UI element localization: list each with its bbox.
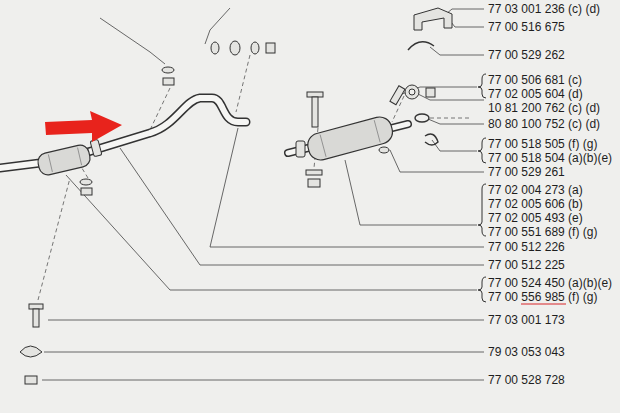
leader-line [66,175,477,290]
leader-line [430,47,484,55]
pipe-clamp [296,141,305,157]
part-number: 77 02 005 493 (e) [488,211,583,225]
assembly-line [38,178,70,300]
leader-line [345,160,477,225]
leader-line [451,22,484,27]
bolt [390,86,405,105]
washer [379,147,389,153]
washer [80,179,92,185]
washer [306,170,322,175]
silencer-shading [48,148,81,172]
bolt-shank [33,309,39,327]
washer [251,42,259,54]
rear-muffler [305,114,395,162]
part-number: 77 00 556 985 (f) (g) [488,290,597,304]
assembly-line [236,55,250,112]
part-number: 77 00 512 226 [488,240,565,254]
group-brace [478,138,486,163]
rubber-mount [405,85,419,99]
leader-line [100,18,165,64]
nut [163,78,174,85]
bolt-shank [312,97,318,127]
leader-line [390,150,484,172]
part-number: 77 00 551 689 (f) (g) [488,225,597,239]
part-number: 77 00 529 262 [488,48,565,62]
tail-pipe [392,124,408,128]
group-brace [478,184,486,236]
part-number: 77 00 506 681 (c) [488,73,582,87]
leader-line [205,8,230,44]
part-number: 80 80 100 752 (c) (d) [488,117,600,131]
bolt-head [29,304,43,309]
nut [308,179,320,187]
muffler-shading [320,120,380,157]
pipe-clamp [90,139,102,157]
nut [266,43,275,53]
part-number: 79 03 053 043 [488,345,565,359]
leader-line [42,380,484,381]
ring [415,114,429,122]
spring-clip [408,42,434,50]
leader-line [432,140,477,151]
group-brace [478,277,486,302]
washer [162,67,174,73]
part-number: 10 81 200 762 (c) (d) [488,101,600,115]
rubber-mount-hole [409,89,415,95]
front-silencer [36,143,92,176]
spring-clip [425,134,438,145]
leader-line [428,119,484,124]
part-number: 77 02 005 606 (b) [488,197,583,211]
part-number: 77 00 518 504 (a)(b)(e) [488,151,612,165]
front-pipe [0,163,40,168]
part-number: 77 02 004 273 (a) [488,183,583,197]
group-brace [478,74,486,98]
clamp-saddle [20,346,42,357]
nut [25,376,37,384]
part-number: 77 02 005 604 (d) [488,87,583,101]
nut [426,88,435,97]
bolt-head [307,92,323,97]
part-number: 77 00 528 728 [488,373,565,387]
hanger-bracket [414,8,452,30]
nut [81,188,92,195]
part-number: 77 00 529 261 [488,165,565,179]
part-number: 77 03 001 236 (c) (d) [488,2,600,16]
front-pipe-outline [0,163,40,168]
washer [211,42,219,54]
red-pointer-arrow [45,111,122,142]
part-number: 77 00 518 505 (f) (g) [488,137,597,151]
leader-line [120,148,484,265]
leader-line [446,9,484,14]
rubber-ring [230,41,240,55]
part-number: 77 00 512 225 [488,258,565,272]
tail-pipe-outline [392,124,408,128]
part-number: 77 00 516 675 [488,20,565,34]
assembly-line [430,118,470,119]
part-number: 77 00 524 450 (a)(b)(e) [488,276,612,290]
leader-line [44,352,484,353]
part-number: 77 03 001 173 [488,313,565,327]
leader-line [48,320,484,321]
